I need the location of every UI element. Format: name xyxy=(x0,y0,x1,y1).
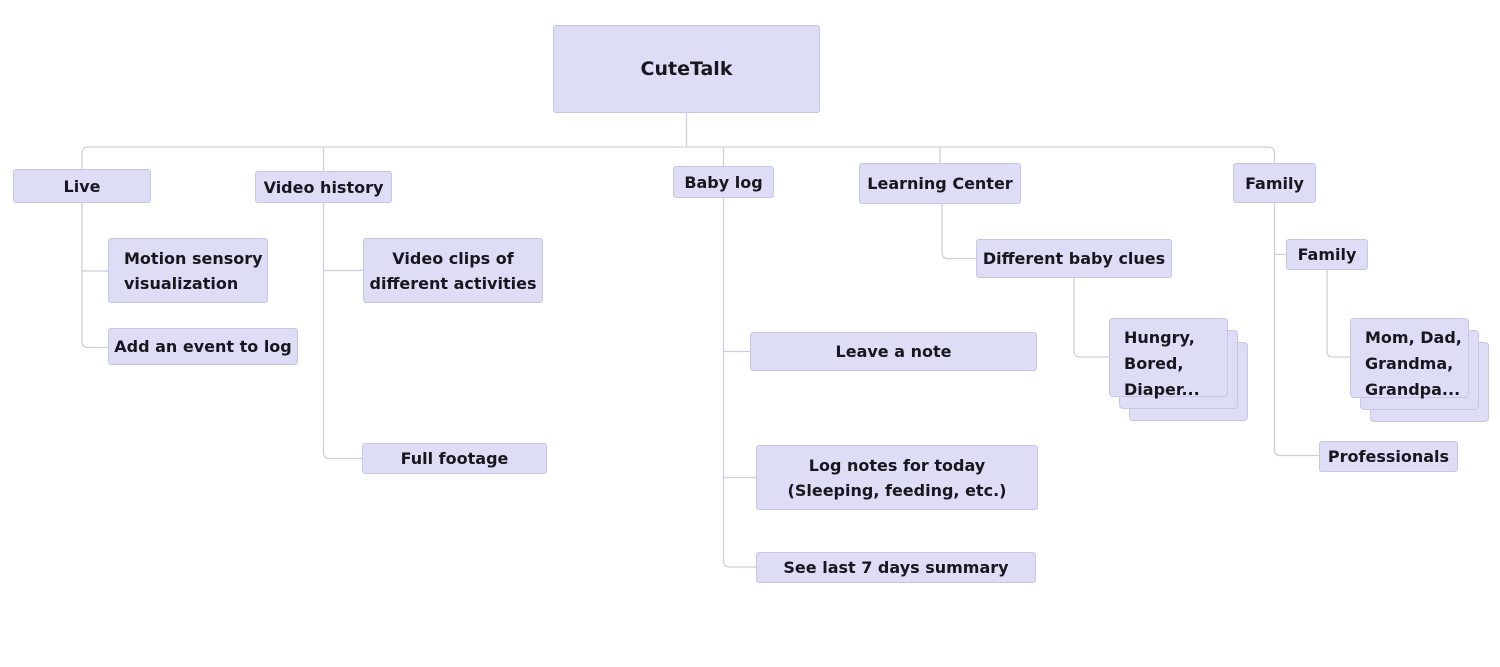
node-cutetalk-label: CuteTalk xyxy=(640,57,733,80)
family-members-line1: Mom, Dad, xyxy=(1365,328,1462,347)
node-baby-clues-stack[interactable]: Hungry, Bored, Diaper... xyxy=(1109,318,1248,421)
node-video-clips[interactable]: Video clips of different activities xyxy=(363,238,543,303)
node-family[interactable]: Family xyxy=(1233,163,1316,203)
node-family-members-stack[interactable]: Mom, Dad, Grandma, Grandpa... xyxy=(1350,318,1489,422)
clues-line2: Bored, xyxy=(1124,354,1184,373)
node-log-notes-line2: (Sleeping, feeding, etc.) xyxy=(787,480,1007,500)
node-motion-sensory-visualization[interactable]: Motion sensory visualization xyxy=(108,238,268,303)
node-different-baby-clues[interactable]: Different baby clues xyxy=(976,239,1172,278)
node-family-sub[interactable]: Family xyxy=(1286,239,1368,270)
connector-family-branch xyxy=(1273,202,1320,457)
node-video-history-label: Video history xyxy=(263,177,384,197)
clues-stack-card-front: Hungry, Bored, Diaper... xyxy=(1109,318,1228,399)
connector-live-branch xyxy=(81,202,109,349)
node-add-event-to-log[interactable]: Add an event to log xyxy=(108,328,298,365)
connector-clues-elbow xyxy=(1073,277,1110,358)
family-stack-card-front: Mom, Dad, Grandma, Grandpa... xyxy=(1350,318,1469,399)
node-leave-a-note-label: Leave a note xyxy=(835,342,952,361)
node-live[interactable]: Live xyxy=(13,169,151,203)
node-family-sub-label: Family xyxy=(1297,245,1357,264)
node-motion-sensory-line1: Motion sensory xyxy=(124,249,263,268)
node-motion-sensory-line2: visualization xyxy=(124,274,239,293)
family-members-line2: Grandma, xyxy=(1365,354,1454,373)
node-professionals[interactable]: Professionals xyxy=(1319,441,1458,472)
clues-line3: Diaper... xyxy=(1124,380,1200,399)
node-log-notes-today[interactable]: Log notes for today (Sleeping, feeding, … xyxy=(756,445,1038,510)
node-family-label: Family xyxy=(1245,173,1304,193)
clues-line1: Hungry, xyxy=(1124,328,1195,347)
node-log-notes-line1: Log notes for today xyxy=(808,455,986,475)
node-baby-log[interactable]: Baby log xyxy=(673,166,774,198)
connector-learning-center-elbow xyxy=(941,203,977,260)
node-full-footage-label: Full footage xyxy=(400,449,509,468)
connector-family-child-elbow xyxy=(1326,269,1351,358)
node-video-clips-line1: Video clips of xyxy=(392,248,514,268)
node-video-history[interactable]: Video history xyxy=(255,171,392,203)
connector-main-rail xyxy=(81,146,1276,170)
node-cutetalk[interactable]: CuteTalk xyxy=(553,25,820,113)
node-baby-log-label: Baby log xyxy=(684,172,763,192)
connector-baby-log-branch xyxy=(722,197,757,568)
node-professionals-label: Professionals xyxy=(1327,447,1450,466)
node-live-label: Live xyxy=(63,176,101,196)
node-see-summary-label: See last 7 days summary xyxy=(783,558,1009,577)
node-see-last-7-days-summary[interactable]: See last 7 days summary xyxy=(756,552,1036,583)
node-different-clues-label: Different baby clues xyxy=(982,249,1166,268)
node-video-clips-line2: different activities xyxy=(369,273,537,293)
node-learning-center-label: Learning Center xyxy=(867,174,1013,193)
family-members-line3: Grandpa... xyxy=(1365,380,1461,399)
connector-video-history-branch xyxy=(322,202,364,460)
node-add-event-label: Add an event to log xyxy=(114,337,292,356)
node-full-footage[interactable]: Full footage xyxy=(362,443,547,474)
node-leave-a-note[interactable]: Leave a note xyxy=(750,332,1037,371)
node-learning-center[interactable]: Learning Center xyxy=(859,163,1021,204)
